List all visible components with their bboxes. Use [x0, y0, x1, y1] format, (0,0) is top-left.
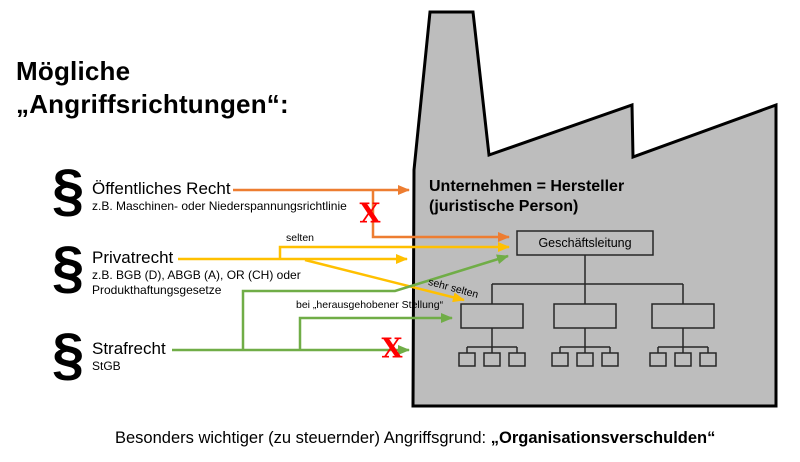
bottom-caption: Besonders wichtiger (zu steuernder) Angr… — [115, 429, 715, 448]
org-chart — [458, 230, 717, 367]
section-private-law-sub: z.B. BGB (D), ABGB (A), OR (CH) oder Pro… — [92, 268, 301, 297]
employee-box — [483, 352, 501, 367]
paragraph-icon: § — [52, 235, 85, 300]
section-public-law-heading: Öffentliches Recht — [92, 179, 231, 198]
arrow-criminal-law-management — [241, 254, 509, 349]
edge-label-selten: selten — [286, 232, 315, 244]
blocked-x-icon: X — [381, 333, 403, 365]
employee-box — [674, 352, 692, 367]
attack-arrows — [172, 185, 510, 355]
caption-normal: Besonders wichtiger (zu steuernder) Angr… — [115, 429, 491, 447]
employee-box — [551, 352, 569, 367]
section-private-law-heading: Privatrecht — [92, 248, 174, 267]
management-box — [516, 230, 654, 256]
employee-box — [576, 352, 594, 367]
section-criminal-law-heading: Strafrecht — [92, 339, 166, 358]
page-title: Mögliche „Angriffsrichtungen“: — [16, 56, 289, 119]
management-box-label: Geschäftsleitung — [538, 236, 632, 250]
department-box — [460, 303, 524, 329]
paragraph-icon: § — [52, 158, 85, 223]
department-box — [553, 303, 617, 329]
section-criminal-law-sub: StGB — [92, 359, 121, 373]
factory-label: Unternehmen = Hersteller (juristische Pe… — [429, 178, 625, 215]
employee-box — [601, 352, 619, 367]
employee-box — [649, 352, 667, 367]
edge-label-herausgehobene-stellung: bei „herausgehobener Stellung“ — [296, 299, 444, 311]
arrow-public-law-management — [371, 191, 510, 242]
employee-box — [458, 352, 476, 367]
department-box — [651, 303, 715, 329]
arrow-private-law-management-selten — [278, 242, 510, 258]
employee-box — [699, 352, 717, 367]
section-public-law-sub: z.B. Maschinen- oder Niederspannungsrich… — [92, 199, 347, 213]
blocked-x-icon: X — [359, 198, 381, 230]
paragraph-icon: § — [52, 322, 85, 387]
caption-bold: „Organisationsverschulden“ — [490, 429, 716, 447]
employee-box — [508, 352, 526, 367]
arrow-criminal-law-department — [298, 313, 453, 349]
arrow-private-law-department-sehr-selten — [304, 258, 465, 303]
